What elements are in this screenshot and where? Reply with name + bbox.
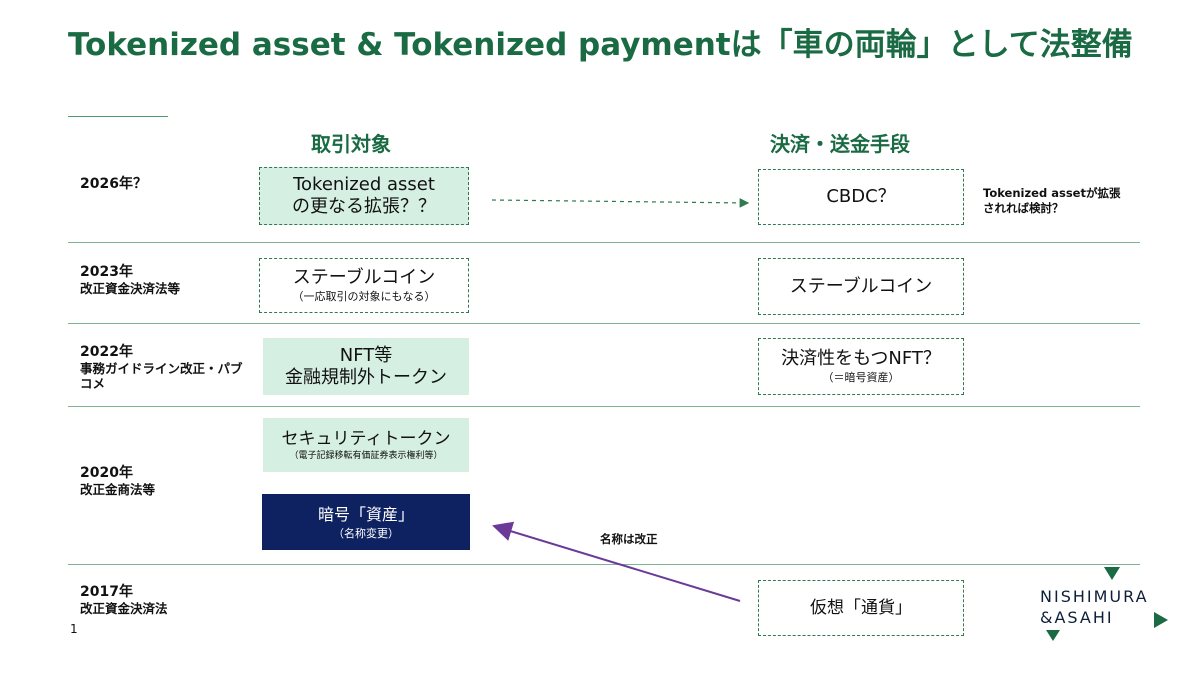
logo-text-line1: NISHIMURA <box>1040 587 1149 606</box>
box-label: セキュリティトークン <box>281 428 451 449</box>
note-line: Tokenized assetが拡張 <box>983 186 1121 200</box>
box-label: CBDC？ <box>826 186 896 207</box>
nft-box: NFT等 金融規制外トークン <box>263 338 469 395</box>
column-header-payment-means: 決済・送金手段 <box>770 132 910 156</box>
year-text: 2022年 <box>80 344 133 360</box>
note-line: されれば検討？ <box>983 201 1064 215</box>
tokenized-asset-box: Tokenized asset の更なる拡張？？ <box>259 167 469 225</box>
rename-arrow <box>492 521 741 602</box>
box-label: 金融規制外トークン <box>285 366 447 388</box>
cbdc-note: Tokenized assetが拡張 されれば検討？ <box>983 186 1120 216</box>
box-label: Tokenized asset <box>293 174 435 195</box>
year-law: 改正資金決済法等 <box>80 281 181 296</box>
box-note: （電子記録移転有価証券表示権利等） <box>289 450 443 461</box>
year-label-2020: 2020年 改正金商法等 <box>80 465 155 497</box>
box-note: （＝暗号資産） <box>822 371 900 384</box>
stablecoin-target-box: ステーブルコイン （一応取引の対象にもなる） <box>259 258 469 313</box>
year-text: 2020年 <box>80 465 133 481</box>
rename-note: 名称は改正 <box>600 532 658 546</box>
year-law: 改正金商法等 <box>80 482 156 497</box>
virtual-currency-box: 仮想「通貨」 <box>758 580 964 636</box>
box-label: ステーブルコイン <box>789 275 933 297</box>
box-note: （一応取引の対象にもなる） <box>292 290 436 303</box>
row-divider <box>68 406 1140 407</box>
payment-nft-box: 決済性をもつNFT？ （＝暗号資産） <box>758 338 964 395</box>
page-number: 1 <box>70 622 78 636</box>
year-label-2022: 2022年 事務ガイドライン改正・パブコメ <box>80 344 250 391</box>
row-divider <box>68 564 1140 565</box>
stablecoin-payment-box: ステーブルコイン <box>758 258 964 315</box>
box-label: 決済性をもつNFT？ <box>781 348 941 369</box>
year-law: 事務ガイドライン改正・パブコメ <box>80 361 243 391</box>
security-token-box: セキュリティトークン （電子記録移転有価証券表示権利等） <box>263 418 469 472</box>
year-label-2017: 2017年 改正資金決済法 <box>80 584 168 616</box>
box-label: の更なる拡張？？ <box>292 196 436 217</box>
column-header-transaction-target: 取引対象 <box>311 132 391 156</box>
year-text: 2026年？ <box>80 176 147 192</box>
box-note: （名称変更） <box>333 526 399 540</box>
page-title: Tokenized asset & Tokenized paymentは「車の両… <box>68 27 1133 63</box>
year-label-2026: 2026年？ <box>80 176 147 193</box>
row-divider <box>68 242 1140 243</box>
dashed-arrow <box>491 198 750 208</box>
year-text: 2017年 <box>80 584 133 600</box>
box-label: 仮想「通貨」 <box>810 598 912 618</box>
row-divider <box>68 323 1140 324</box>
year-text: 2023年 <box>80 264 133 280</box>
logo-text-line2: &ASAHI <box>1040 608 1114 627</box>
year-label-2023: 2023年 改正資金決済法等 <box>80 264 180 296</box>
cbdc-box: CBDC？ <box>758 169 964 225</box>
title-underline <box>68 116 168 117</box>
crypto-asset-box: 暗号「資産」 （名称変更） <box>262 494 470 550</box>
box-label: NFT等 <box>339 344 393 366</box>
box-label: ステーブルコイン <box>292 267 436 288</box>
box-label: 暗号「資産」 <box>317 504 414 524</box>
year-law: 改正資金決済法 <box>80 601 168 616</box>
